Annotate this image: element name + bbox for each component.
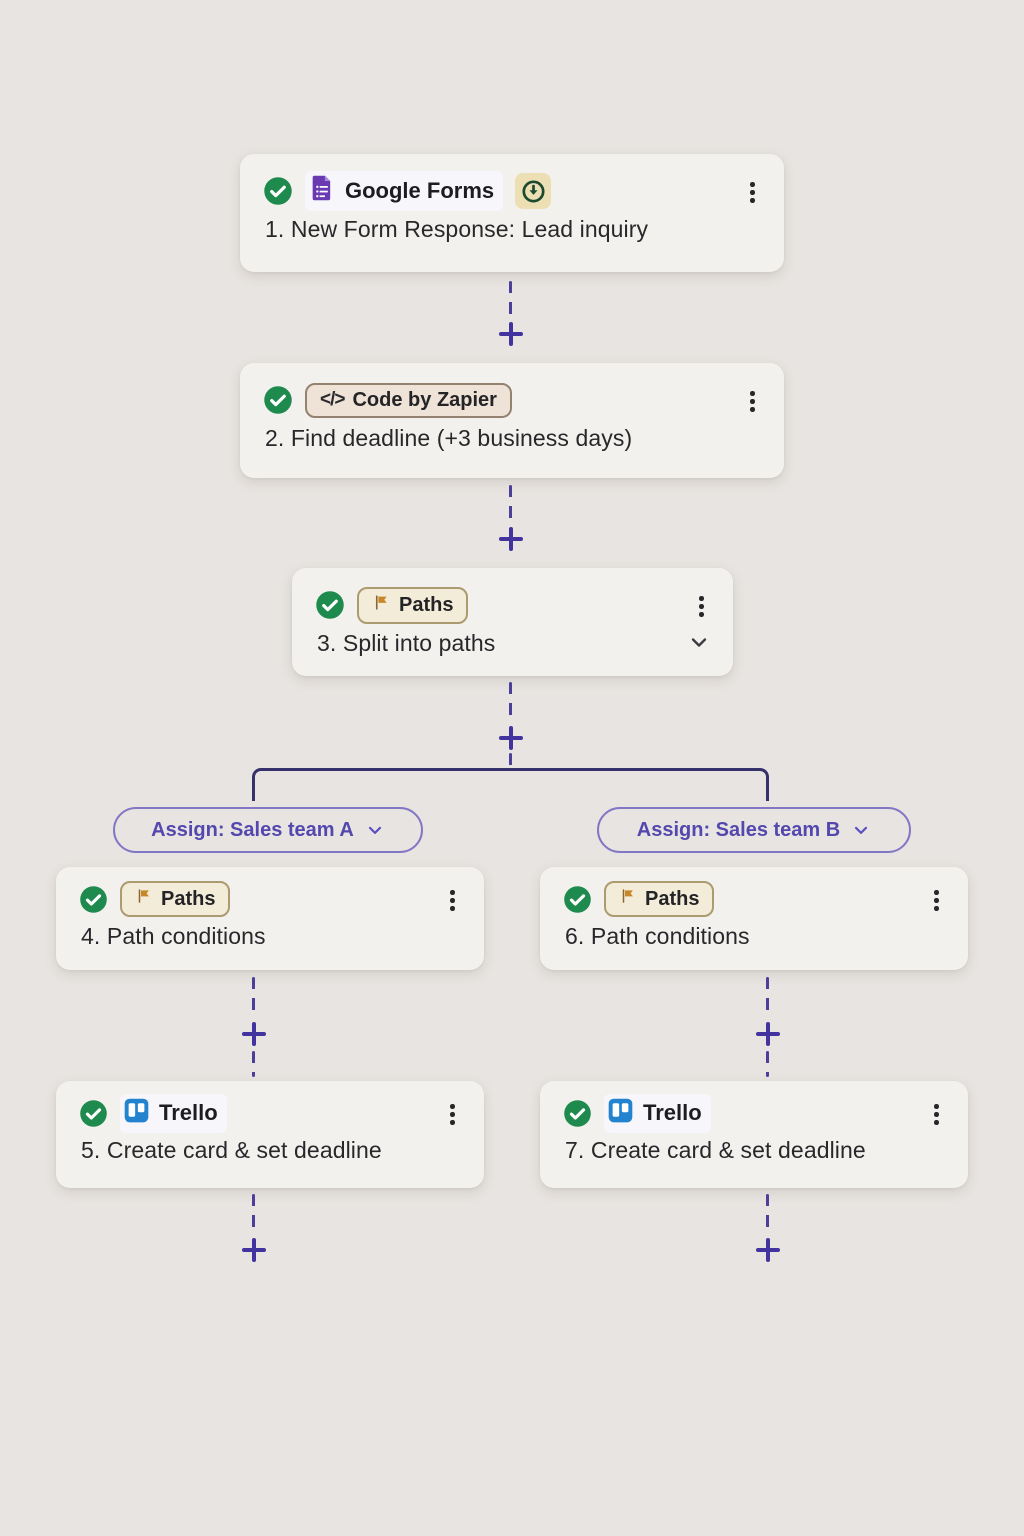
app-chip-paths: Paths xyxy=(120,881,231,917)
app-name: Paths xyxy=(645,887,700,910)
app-chip-paths: Paths xyxy=(604,881,715,917)
code-icon: </> xyxy=(320,389,346,410)
app-name: Code by Zapier xyxy=(352,388,497,411)
branch-pill-sales-team-b[interactable]: Assign: Sales team B xyxy=(597,807,911,853)
step-3-header: Paths xyxy=(292,568,733,624)
flag-icon xyxy=(619,887,637,911)
kebab-menu-icon[interactable] xyxy=(748,177,757,208)
chevron-down-icon xyxy=(368,826,381,834)
kebab-menu-icon[interactable] xyxy=(448,885,457,916)
app-name: Paths xyxy=(399,593,454,616)
flag-icon xyxy=(135,887,153,911)
step-1-header: Google Forms xyxy=(240,154,784,211)
step-title: 7. Create card & set deadline xyxy=(565,1137,866,1163)
chevron-down-icon xyxy=(855,826,868,834)
connector-dashed xyxy=(252,1194,255,1229)
step-card-6[interactable]: Paths 6. Path conditions xyxy=(540,867,968,970)
kebab-menu-icon[interactable] xyxy=(932,885,941,916)
app-name: Trello xyxy=(643,1100,702,1125)
connector-dashed xyxy=(509,281,512,318)
branch-label: Assign: Sales team B xyxy=(636,818,841,841)
connector-dashed xyxy=(509,485,512,522)
step-card-5[interactable]: Trello 5. Create card & set deadline xyxy=(56,1081,484,1188)
kebab-menu-icon[interactable] xyxy=(932,1099,941,1130)
step-2-header: </> Code by Zapier xyxy=(240,363,784,418)
step-card-1[interactable]: Google Forms 1. New Form Response: Lead … xyxy=(240,154,784,272)
app-name: Google Forms xyxy=(345,178,495,203)
add-step-button[interactable] xyxy=(242,1238,266,1262)
success-check-icon xyxy=(315,590,345,620)
add-step-button[interactable] xyxy=(242,1022,266,1046)
step-card-7[interactable]: Trello 7. Create card & set deadline xyxy=(540,1081,968,1188)
flag-icon xyxy=(372,593,391,618)
success-check-icon xyxy=(79,1099,108,1128)
step-4-header: Paths xyxy=(56,867,484,917)
app-name: Trello xyxy=(159,1100,218,1125)
connector-dashed xyxy=(252,977,255,1017)
add-step-button[interactable] xyxy=(499,322,523,346)
step-6-header: Paths xyxy=(540,867,968,917)
trello-icon xyxy=(123,1097,150,1130)
step-7-header: Trello xyxy=(540,1081,968,1133)
success-check-icon xyxy=(263,385,293,415)
step-title: 6. Path conditions xyxy=(565,923,750,949)
connector-dashed xyxy=(766,1051,769,1077)
kebab-menu-icon[interactable] xyxy=(697,591,706,622)
app-chip-google-forms: Google Forms xyxy=(305,171,504,211)
add-step-button[interactable] xyxy=(499,726,523,750)
success-check-icon xyxy=(563,1099,592,1128)
app-chip-paths: Paths xyxy=(357,586,469,624)
add-step-button[interactable] xyxy=(499,527,523,551)
kebab-menu-icon[interactable] xyxy=(748,386,757,417)
google-forms-icon xyxy=(308,174,336,208)
app-chip-code-by-zapier: </> Code by Zapier xyxy=(305,382,512,418)
connector-dashed xyxy=(766,977,769,1017)
step-title: 3. Split into paths xyxy=(317,630,496,656)
step-card-4[interactable]: Paths 4. Path conditions xyxy=(56,867,484,970)
chevron-down-icon[interactable] xyxy=(687,630,711,659)
kebab-menu-icon[interactable] xyxy=(448,1099,457,1130)
success-check-icon xyxy=(79,885,108,914)
step-title: 5. Create card & set deadline xyxy=(81,1137,382,1163)
connector-dashed xyxy=(766,1194,769,1229)
step-title: 4. Path conditions xyxy=(81,923,266,949)
branch-label: Assign: Sales team A xyxy=(151,818,354,841)
step-title: 1. New Form Response: Lead inquiry xyxy=(265,216,649,242)
success-check-icon xyxy=(263,176,293,206)
connector-dashed xyxy=(252,1051,255,1077)
instant-trigger-icon xyxy=(515,173,552,209)
connector-dashed xyxy=(509,682,512,721)
success-check-icon xyxy=(563,885,592,914)
step-5-header: Trello xyxy=(56,1081,484,1133)
step-card-2[interactable]: </> Code by Zapier 2. Find deadline (+3 … xyxy=(240,363,784,478)
add-step-button[interactable] xyxy=(756,1238,780,1262)
trello-icon xyxy=(607,1097,634,1130)
step-title: 2. Find deadline (+3 business days) xyxy=(265,425,633,451)
add-step-button[interactable] xyxy=(756,1022,780,1046)
app-chip-trello: Trello xyxy=(604,1093,711,1133)
branch-pill-sales-team-a[interactable]: Assign: Sales team A xyxy=(113,807,423,853)
branch-split-line xyxy=(252,768,769,801)
app-chip-trello: Trello xyxy=(120,1093,227,1133)
step-card-3[interactable]: Paths 3. Split into paths xyxy=(292,568,733,676)
app-name: Paths xyxy=(161,887,216,910)
connector-dashed xyxy=(509,753,512,768)
